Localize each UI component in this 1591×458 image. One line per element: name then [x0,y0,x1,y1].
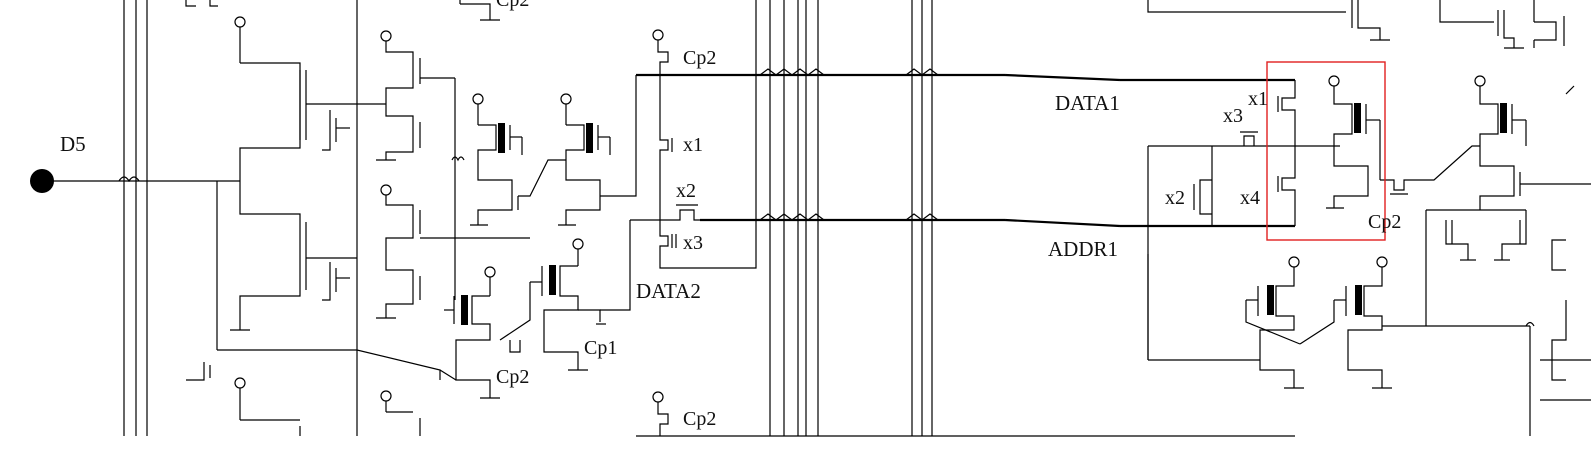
bus-label-data2: DATA2 [636,279,701,303]
inverter-stack-left [186,16,441,436]
cell-block-right [1147,0,1535,389]
bus-labels: DATA1 ADDR1 DATA2 [636,91,1120,303]
input-node-d5: D5 [30,132,240,193]
cap-label-cp2-d: Cp2 [1368,211,1401,233]
cell-label-x2-right: x2 [1165,187,1185,209]
cell-block-far-right [1425,0,1591,436]
bus-label-addr1: ADDR1 [1048,237,1118,261]
cell-label-x4-right: x4 [1240,187,1260,209]
cap-label-cp2-b: Cp2 [496,366,529,388]
bus-label-data1: DATA1 [1055,91,1120,115]
cell-label-x3-left: x3 [683,232,703,254]
sense-latch-lower [439,220,631,399]
capacitor-labels: Cp2 Cp2 Cp1 Cp2 Cp2 Cp2 [185,0,1401,430]
cell-column-left [630,0,757,436]
cap-label-cp2-a: Cp2 [683,47,716,69]
cap-label-cp2-top: Cp2 [496,0,529,11]
cap-label-cp2-c: Cp2 [683,408,716,430]
sense-latch-upper [470,75,637,226]
cell-labels: x1 x2 x3 x1 x3 x2 x4 [676,88,1268,254]
cell-label-x1-left: x1 [683,134,703,156]
cell-label-x1-right: x1 [1248,88,1268,110]
highlight-box [1266,61,1386,241]
central-buses [636,0,1295,437]
cap-label-cp1: Cp1 [584,337,617,359]
left-rails [118,0,358,436]
inverter-stack-middle [357,30,530,436]
cell-label-x2-left: x2 [676,180,696,202]
cell-label-x3-right: x3 [1223,105,1243,127]
node-label-d5: D5 [60,132,86,156]
